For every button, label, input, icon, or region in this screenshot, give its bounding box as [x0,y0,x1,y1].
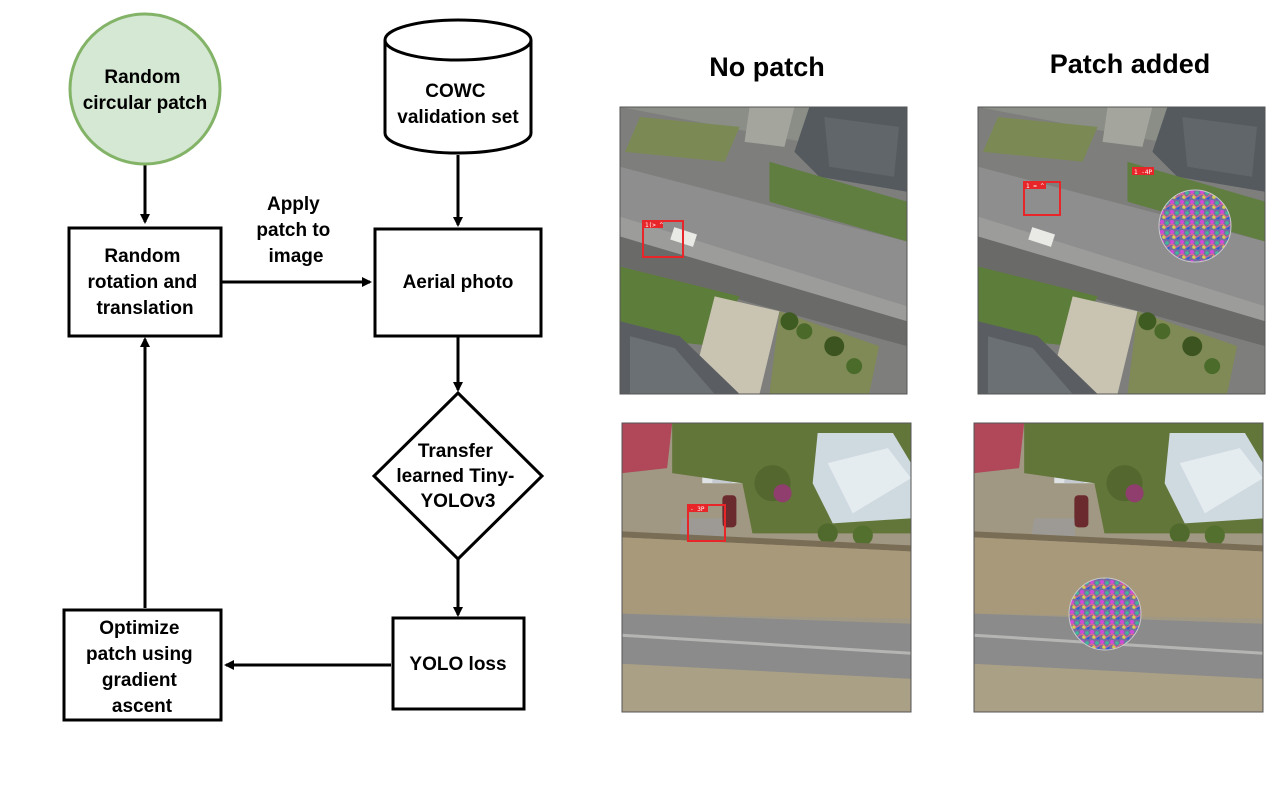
model-diamond [371,390,545,562]
optimize-label-line-4: ascent [112,696,173,717]
model-label-line-1: Transfer [418,441,494,462]
rotation-label-line-2: rotation and [87,272,197,293]
patch-label-line-1: Random [104,67,180,88]
apply-label-line-3: image [269,246,324,267]
model-label-line-2: learned Tiny- [396,466,514,487]
node-yolo-loss: YOLO loss [391,616,526,711]
node-optimize-patch: Optimize patch using gradient ascent [62,608,223,722]
loss-label: YOLO loss [409,654,506,675]
aerial-panel-top-no-patch: 1(> ^ [619,106,908,395]
detection-label: 1(> ^ [645,222,663,229]
loss-box [391,616,526,711]
detection-tag [1132,167,1154,175]
aerial-box [373,227,543,338]
optimize-label-line-3: gradient [102,670,178,691]
apply-patch-edge-label: Apply patch to image [256,194,335,267]
patch-circle-shape [68,12,222,166]
node-tiny-yolov3: Transfer learned Tiny- YOLOv3 [371,390,545,562]
node-cowc-validation-set: COWC validation set [383,18,533,155]
detection-tag [1024,182,1046,189]
rotation-label-line-3: translation [96,298,193,319]
svg-text:Transfer learned Tiny-: Transfer learned Tiny- YOLOv3 [396,441,519,512]
node-random-circular-patch: Random circular patch [68,12,222,166]
node-aerial-photo: Aerial photo [373,227,543,338]
adversarial-patch [1068,577,1142,651]
svg-text:Random rotation and: Random rotation and translation [87,246,202,319]
svg-text:COWC validation set: COWC validation set [397,81,519,128]
patch-label-line-2: circular patch [83,93,208,114]
detection-tag [643,221,663,228]
svg-text:Random circular patch: Random circular patch [83,67,208,114]
detection-label: - 3P [690,506,705,513]
detection-label: 1 = ^ [1026,183,1044,190]
aerial-panel-top-patch: 1 = ^ 1 -4P [977,106,1266,395]
svg-text:Optimize patch using: Optimize patch using gradient ascent [86,618,198,717]
optimize-label-line-1: Optimize [99,618,179,639]
adversarial-patch [1158,189,1232,263]
apply-label-line-1: Apply [267,194,320,215]
cowc-label-line-2: validation set [397,107,519,128]
rotation-box [67,226,223,338]
flow-edges [140,155,463,670]
optimize-label-line-2: patch using [86,644,193,665]
aerial-panel-bottom-no-patch: - 3P [621,422,912,713]
aerial-panel-bottom-patch [973,422,1264,713]
database-cylinder-icon [383,40,533,155]
node-random-rotation: Random rotation and translation [67,226,223,338]
cowc-label-line-1: COWC [425,81,485,102]
database-cylinder-top [383,18,533,62]
aerial-label: Aerial photo [403,272,514,293]
optimize-box [62,608,223,722]
flowchart: Random circular patch COWC validation se… [62,12,545,722]
no-patch-header: No patch [709,52,825,82]
patch-added-header: Patch added [1050,49,1211,79]
detection-tag [688,505,708,512]
apply-label-line-2: patch to [256,220,330,241]
model-label-line-3: YOLOv3 [421,491,496,512]
rotation-label-line-1: Random [104,246,180,267]
detection-label: 1 -4P [1134,169,1152,176]
